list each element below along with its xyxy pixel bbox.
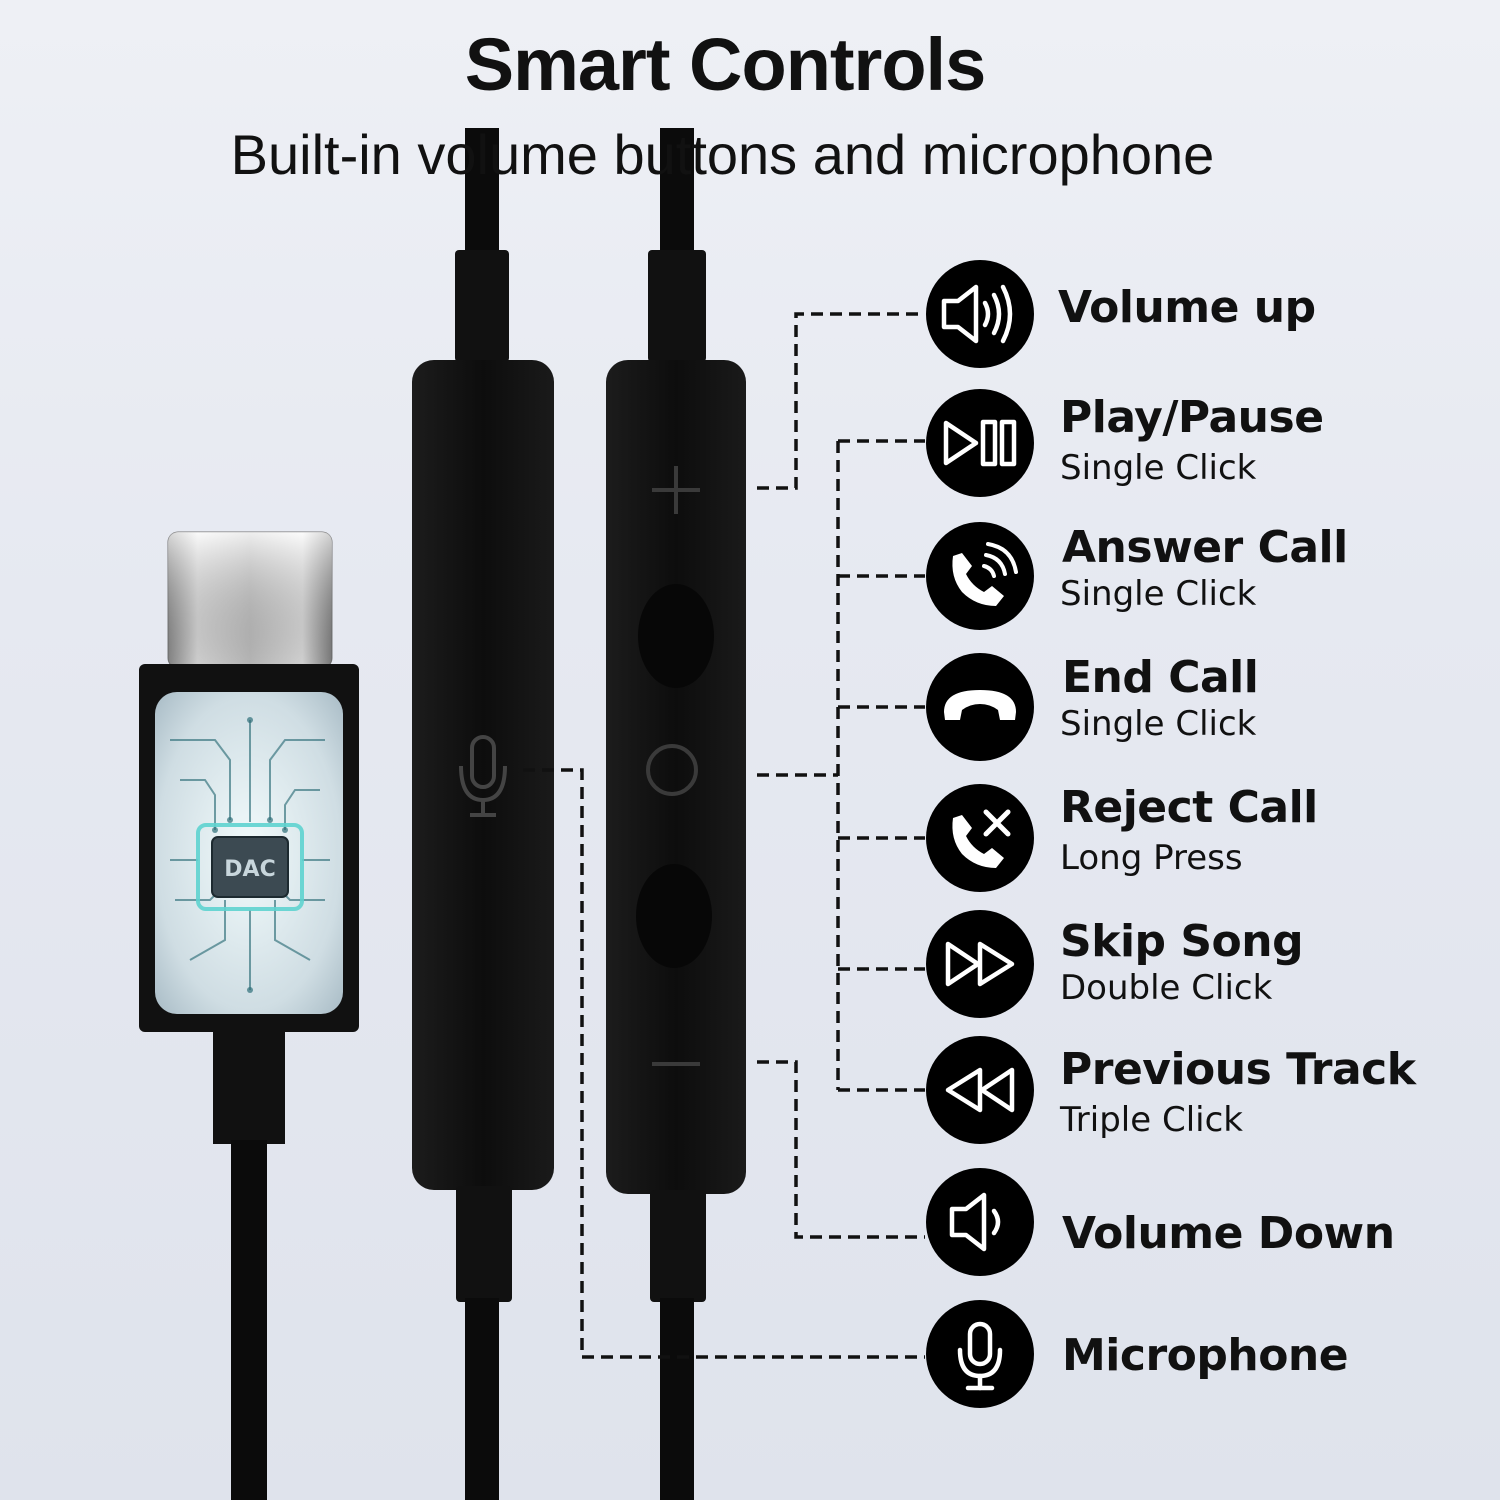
microphone-icon (926, 1300, 1034, 1408)
function-label-volume-up: Volume up (1058, 282, 1316, 333)
play-pause-icon (926, 389, 1034, 497)
usb-cable (231, 1140, 267, 1500)
dac-chip-label: DAC (224, 857, 275, 882)
function-label-reject-call: Reject Call (1060, 782, 1318, 833)
volume-down-icon (926, 1168, 1034, 1276)
function-label-volume-down: Volume Down (1062, 1208, 1395, 1259)
function-label-previous-track: Previous Track (1060, 1044, 1416, 1095)
left-cable-bottom (465, 1298, 499, 1500)
function-action-skip-song: Double Click (1060, 968, 1273, 1008)
function-label-microphone: Microphone (1062, 1330, 1349, 1381)
right-cable-bottom (660, 1298, 694, 1500)
center-button[interactable] (646, 744, 698, 796)
left-cable-top (465, 128, 499, 268)
volume-up-icon (926, 260, 1034, 368)
phone-answer-icon (926, 522, 1034, 630)
function-action-reject-call: Long Press (1060, 838, 1243, 878)
left-cable-remote (412, 128, 554, 1500)
function-label-play-pause: Play/Pause (1060, 392, 1324, 443)
rewind-icon (926, 1036, 1034, 1144)
dac-chip-glow (196, 823, 304, 911)
function-action-play-pause: Single Click (1060, 448, 1257, 488)
left-remote-body (412, 360, 554, 1190)
usb-c-connector: DAC (139, 531, 359, 1500)
remote-dimple-upper (638, 584, 714, 688)
function-label-skip-song: Skip Song (1060, 916, 1304, 967)
fast-forward-icon (926, 910, 1034, 1018)
function-action-end-call: Single Click (1060, 704, 1257, 744)
page-subtitle: Built-in volume buttons and microphone (230, 123, 1215, 186)
function-action-answer-call: Single Click (1060, 574, 1257, 614)
phone-hangup-icon (926, 653, 1034, 761)
function-label-end-call: End Call (1062, 652, 1259, 703)
connector-lines (523, 312, 925, 1359)
function-label-answer-call: Answer Call (1062, 522, 1348, 573)
remote-dimple-lower (636, 864, 712, 968)
microphone-hole-icon (459, 735, 507, 817)
connector-microphone (523, 768, 925, 1359)
right-remote-body (606, 360, 746, 1194)
phone-reject-icon (926, 784, 1034, 892)
right-cable-remote (606, 128, 746, 1500)
function-action-previous-track: Triple Click (1060, 1100, 1243, 1140)
connector-volume-up (757, 312, 925, 490)
volume-up-button[interactable] (652, 466, 700, 514)
usb-strain-relief (213, 1032, 285, 1144)
function-icons (926, 260, 1034, 1408)
dac-chip (211, 836, 289, 898)
right-cable-top (660, 128, 694, 268)
page-title: Smart Controls (464, 23, 987, 106)
connector-volume-down (757, 1060, 925, 1239)
